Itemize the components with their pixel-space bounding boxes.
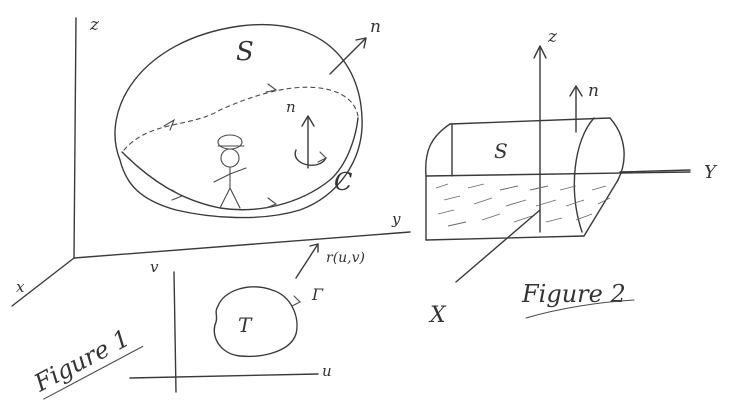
boundary-gamma-label: Γ — [311, 285, 324, 304]
figure1-caption-underline — [43, 345, 144, 400]
inner-normal-label: n — [286, 98, 296, 116]
figure2-z-label: z — [547, 27, 558, 47]
rotation-arrowhead-icon — [317, 151, 327, 163]
top-normal-vector — [329, 37, 367, 75]
figure2-caption-group: Figure 2 — [521, 280, 635, 319]
map-arrowhead-icon — [309, 243, 319, 253]
figure1-caption-group: Figure 1 — [29, 324, 144, 400]
figure2-surface-label: S — [494, 139, 508, 163]
figure2-normal-arrowhead-icon — [569, 85, 583, 97]
figure2-x-axis — [455, 209, 541, 283]
figure2-normal-label: n — [588, 81, 599, 101]
u-axis — [129, 373, 319, 379]
map-arrow — [295, 243, 319, 279]
domain-t-outline — [213, 286, 298, 358]
figure1-z-label: z — [89, 15, 100, 35]
curve-c-arrow-icon — [171, 189, 184, 201]
figure2-y-label: Y — [704, 162, 718, 183]
surface-s-label: S — [236, 37, 254, 67]
domain-t-label: T — [238, 313, 253, 337]
figure2-x-label: X — [428, 303, 447, 328]
v-axis — [173, 271, 177, 393]
figure2-floor-hatching — [435, 183, 611, 227]
figure1-z-axis — [73, 17, 77, 259]
map-label: r(u,v) — [326, 250, 365, 266]
figure2-y-axis — [619, 169, 691, 173]
figure1-x-label: x — [16, 278, 25, 296]
v-axis-label: v — [150, 258, 159, 276]
surface-s-back-rim — [123, 86, 359, 151]
figure2-caption: Figure 2 — [521, 280, 626, 308]
top-normal-label: n — [370, 17, 381, 37]
curve-c-arrow-icon — [163, 118, 176, 131]
walker-stick-figure-icon — [213, 134, 247, 209]
figure1-y-label: y — [391, 210, 401, 228]
top-normal-arrowhead-icon — [355, 37, 367, 49]
figure2-z-arrowhead-icon — [533, 45, 547, 59]
figure1-x-axis — [11, 257, 75, 307]
boundary-curve-c — [121, 117, 359, 211]
figure1-axes — [11, 17, 411, 307]
figure1-y-axis — [73, 231, 411, 259]
surface-s-outline — [114, 24, 363, 219]
curve-c-label: C — [334, 168, 352, 196]
rotation-arrow-icon — [294, 149, 327, 167]
half-cylinder — [425, 117, 691, 241]
inner-normal-arrowhead-icon — [301, 115, 315, 127]
gamma-arrow-icon — [291, 295, 301, 307]
curve-c-arrow-icon — [265, 83, 278, 93]
figure1-caption: Figure 1 — [29, 324, 135, 398]
u-axis-label: u — [322, 362, 332, 380]
curve-c-arrow-icon — [265, 197, 278, 209]
figure2-caption-underline — [525, 299, 635, 319]
